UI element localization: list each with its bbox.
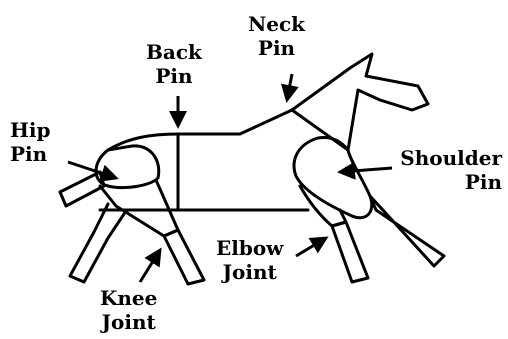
elbow-joint-label-line2: Joint — [216, 260, 283, 284]
neck-upper-line — [292, 68, 350, 110]
hip-pin-label-line2: Pin — [10, 142, 50, 166]
shoulder-segment — [294, 138, 372, 218]
back-pin-label-line2: Pin — [146, 64, 202, 88]
front-lower-leg — [332, 222, 368, 282]
shoulder-pin-label-line1: Shoulder — [398, 146, 502, 170]
back-pin-label-line1: Back — [146, 40, 202, 64]
hind-upper-leg — [100, 180, 178, 236]
back-outline — [108, 110, 292, 150]
head-outline — [348, 54, 428, 150]
elbow-joint-label: Elbow Joint — [216, 236, 283, 284]
knee-joint-label-line1: Knee — [100, 286, 157, 310]
back-pin-label: Back Pin — [146, 40, 202, 88]
shoulder-pin-label: Shoulder Pin — [398, 146, 502, 194]
knee-joint-label-line2: Joint — [100, 310, 157, 334]
front-second-leg — [370, 196, 444, 266]
hip-pin-label-line1: Hip — [10, 118, 50, 142]
shoulder-pin-label-line2: Pin — [398, 170, 502, 194]
shoulder-pin-arrow — [340, 168, 392, 172]
hind-back-leg — [70, 204, 124, 282]
neck-pin-arrow — [287, 74, 292, 100]
hip-segment — [96, 146, 159, 188]
neck-pin-label-line1: Neck — [248, 12, 305, 36]
hind-lower-leg — [164, 230, 204, 284]
elbow-joint-label-line1: Elbow — [216, 236, 283, 260]
knee-joint-arrow — [140, 250, 160, 282]
hip-pin-label: Hip Pin — [10, 118, 50, 166]
neck-pin-label-line2: Pin — [248, 36, 305, 60]
elbow-joint-arrow — [296, 238, 326, 256]
front-upper-leg — [300, 186, 346, 226]
neck-pin-label: Neck Pin — [248, 12, 305, 60]
knee-joint-label: Knee Joint — [100, 286, 157, 334]
